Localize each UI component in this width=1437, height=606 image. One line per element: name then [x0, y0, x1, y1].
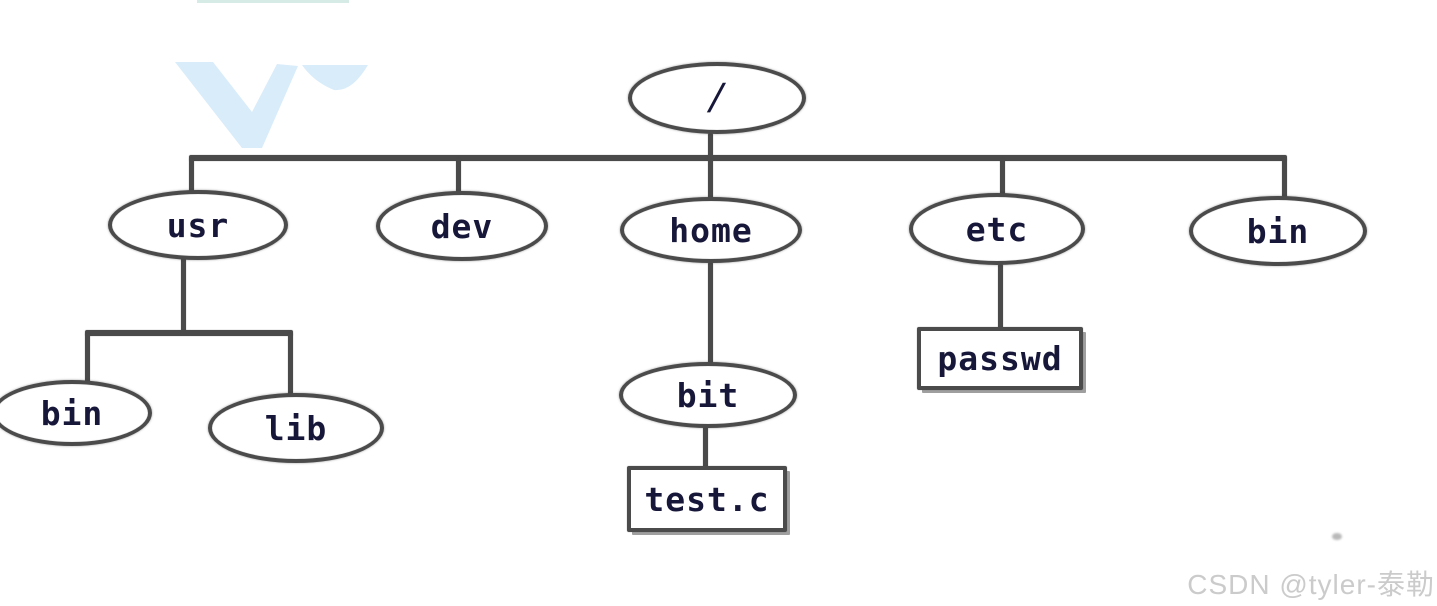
node-bin-usr-label: bin	[40, 393, 104, 433]
csdn-watermark-text: CSDN @tyler-泰勒	[1187, 569, 1435, 600]
edge-bit-stem	[703, 426, 708, 468]
node-etc-label: etc	[965, 209, 1029, 249]
node-root: /	[628, 62, 806, 134]
edge-usr-drop	[189, 158, 194, 192]
node-usr: usr	[108, 190, 288, 260]
node-lib: lib	[208, 393, 384, 463]
edge-home-stem	[708, 262, 713, 364]
node-lib-label: lib	[264, 408, 328, 448]
node-test-c-label: test.c	[644, 479, 770, 519]
node-dev: dev	[376, 191, 548, 261]
edge-bin-usr-drop	[85, 333, 90, 383]
node-test-c: test.c	[627, 466, 787, 532]
node-root-label: /	[704, 77, 730, 118]
node-bin-usr: bin	[0, 380, 152, 446]
edge-bin-root-drop	[1282, 158, 1287, 200]
node-usr-label: usr	[166, 205, 230, 245]
edge-dev-drop	[456, 158, 461, 194]
node-dev-label: dev	[430, 206, 494, 246]
edge-etc-drop	[1000, 158, 1005, 196]
node-home-label: home	[669, 210, 753, 250]
edge-usr-sub-horizontal	[85, 330, 293, 336]
node-home: home	[620, 197, 802, 263]
edge-lib-drop	[288, 333, 293, 395]
top-edge-artifact	[197, 0, 349, 3]
edge-root-stem	[708, 133, 713, 199]
node-passwd-label: passwd	[937, 339, 1063, 378]
node-etc: etc	[909, 193, 1085, 265]
edge-etc-passwd-stem	[998, 264, 1003, 329]
node-bin-root: bin	[1189, 196, 1367, 266]
scan-speck	[1332, 533, 1342, 540]
node-bit-label: bit	[676, 375, 740, 415]
edge-usr-stem	[181, 257, 186, 334]
node-bin-root-label: bin	[1246, 211, 1310, 251]
edge-main-horizontal	[189, 155, 1287, 161]
node-bit: bit	[619, 362, 797, 428]
node-passwd: passwd	[917, 327, 1083, 390]
